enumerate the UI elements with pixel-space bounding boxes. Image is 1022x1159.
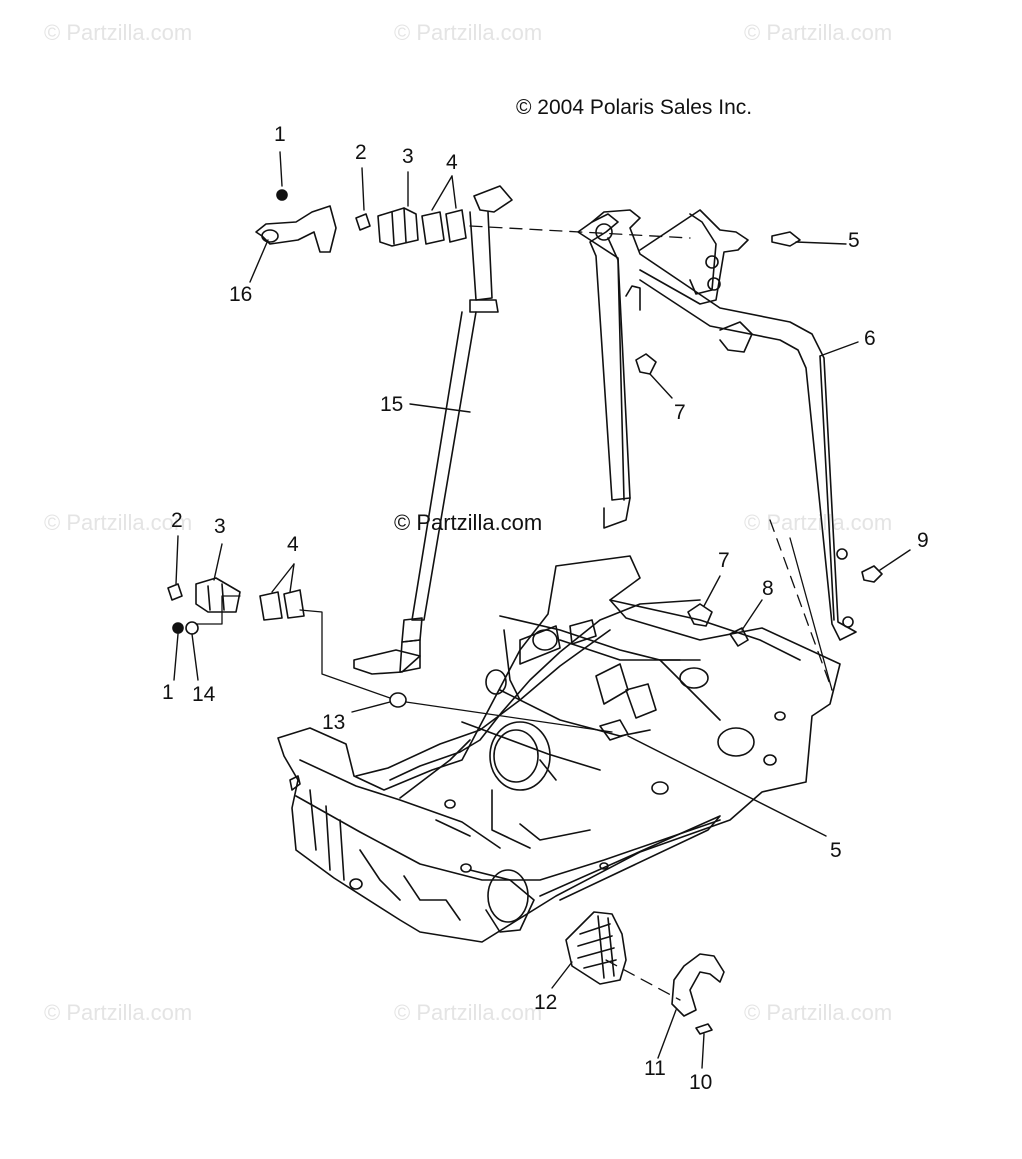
callout-6: 6 <box>864 327 876 350</box>
hardware-lower <box>167 565 883 1035</box>
callout-1: 1 <box>274 123 286 146</box>
callout-7-lower: 7 <box>718 549 730 572</box>
watermark: © Partzilla.com <box>44 1000 193 1025</box>
callout-12: 12 <box>534 991 558 1014</box>
callout-2: 2 <box>355 141 367 164</box>
callout-1-lower: 1 <box>162 681 174 704</box>
copyright-notice: © 2004 Polaris Sales Inc. <box>516 96 753 119</box>
watermark: © Partzilla.com <box>44 20 193 45</box>
boot-retainer <box>671 953 725 1017</box>
callout-4: 4 <box>446 151 458 174</box>
callout-5: 5 <box>848 229 860 252</box>
support-column <box>353 185 513 675</box>
callout-10: 10 <box>689 1071 713 1094</box>
shift-boot <box>565 911 627 985</box>
center-watermark: © Partzilla.com <box>394 510 543 535</box>
callout-4-lower: 4 <box>287 533 299 556</box>
watermark: © Partzilla.com <box>744 20 893 45</box>
callout-14: 14 <box>192 683 216 706</box>
callout-9: 9 <box>917 529 929 552</box>
callout-11: 11 <box>644 1057 666 1080</box>
callout-5-lower: 5 <box>830 839 842 862</box>
chassis-frame <box>277 555 841 943</box>
callout-16: 16 <box>229 283 253 306</box>
callout-8: 8 <box>762 577 774 600</box>
callout-3: 3 <box>402 145 414 168</box>
callout-7: 7 <box>674 401 686 424</box>
callout-13: 13 <box>322 711 346 734</box>
watermark: © Partzilla.com <box>744 510 893 535</box>
callout-3-lower: 3 <box>214 515 226 538</box>
watermark: © Partzilla.com <box>394 1000 543 1025</box>
watermark: © Partzilla.com <box>744 1000 893 1025</box>
callout-2-lower: 2 <box>171 509 183 532</box>
assembly-lines <box>469 225 833 1001</box>
hardware-upper <box>255 189 801 375</box>
roll-cage <box>577 209 857 641</box>
watermark: © Partzilla.com <box>394 20 543 45</box>
callout-15: 15 <box>380 393 404 416</box>
leader-lines <box>173 151 911 1069</box>
routing-lines <box>195 537 833 733</box>
watermark: © Partzilla.com <box>44 510 193 535</box>
